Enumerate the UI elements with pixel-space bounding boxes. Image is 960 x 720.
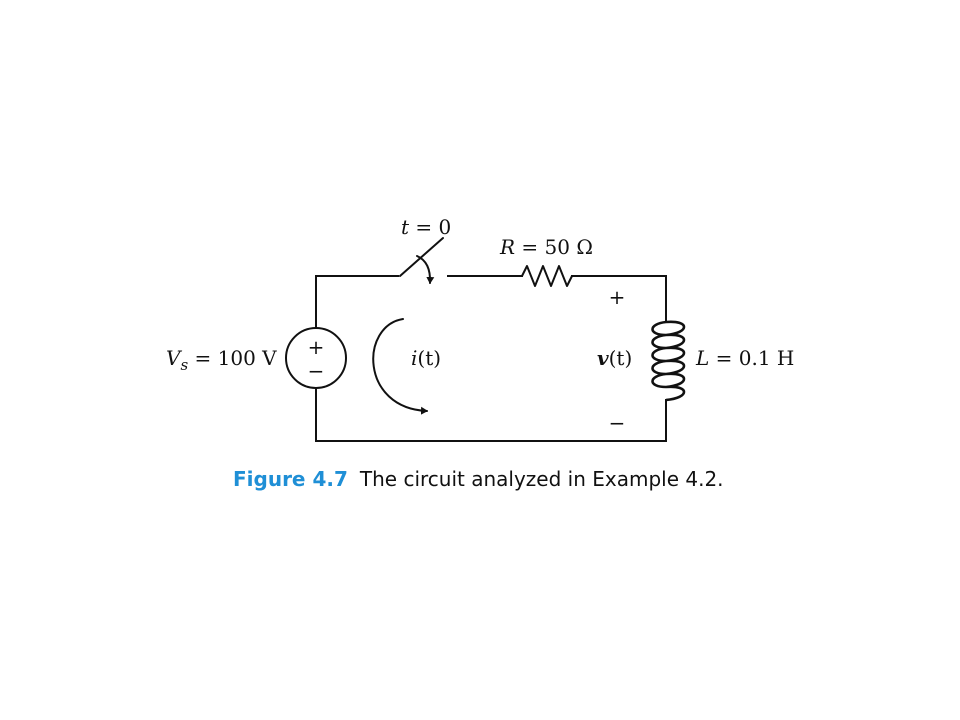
current-label: i(t)	[411, 346, 441, 370]
resistor-symbol	[521, 265, 573, 287]
resistor-label: R = 50 Ω	[499, 235, 593, 259]
source-plus: +	[308, 335, 325, 359]
source-circle	[285, 327, 347, 389]
wire-resistor-to-inductor	[571, 275, 667, 323]
wire-bottom	[315, 387, 667, 442]
switch-blade	[399, 237, 444, 277]
source-label: Vs = 100 V	[166, 346, 277, 374]
switch	[399, 237, 444, 284]
voltage-source: + −	[285, 327, 347, 389]
switch-label: t = 0	[401, 215, 451, 239]
caption-number: Figure 4.7	[233, 467, 348, 491]
wires	[315, 275, 667, 442]
inductor-label: L = 0.1 H	[695, 346, 794, 370]
figure-caption: Figure 4.7 The circuit analyzed in Exampl…	[233, 467, 724, 491]
caption-text: The circuit analyzed in Example 4.2.	[359, 467, 724, 491]
voltage-plus: +	[609, 285, 626, 309]
voltage-label: v(t)	[597, 346, 632, 370]
current-arrow	[372, 318, 428, 415]
voltage-minus: −	[609, 411, 626, 435]
switch-closing-arrow	[416, 255, 435, 284]
wire-left-top	[315, 275, 399, 328]
source-minus: −	[308, 359, 325, 383]
inductor-symbol	[651, 320, 686, 402]
